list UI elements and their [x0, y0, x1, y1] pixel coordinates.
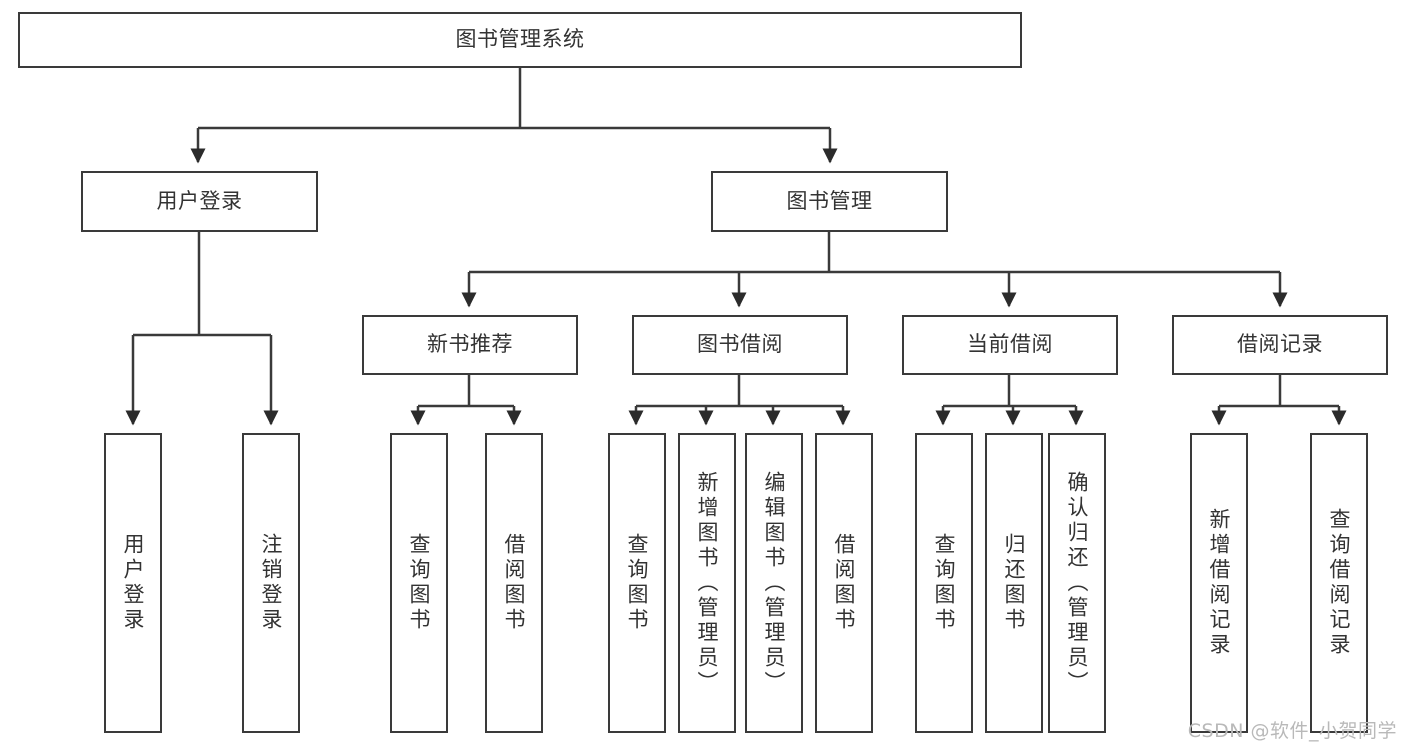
- node-root-book-management-system[interactable]: 图书管理系统: [18, 12, 1022, 68]
- leaf-current-query-book[interactable]: 查询图书: [915, 433, 973, 733]
- node-label: 图书借阅: [697, 332, 783, 357]
- leaf-current-confirm-return-admin[interactable]: 确认归还（管理员）: [1048, 433, 1106, 733]
- leaf-user-login[interactable]: 用户登录: [104, 433, 162, 733]
- node-label: 归还图书: [1002, 533, 1027, 633]
- node-label: 用户登录: [121, 533, 146, 633]
- node-label: 注销登录: [259, 533, 284, 633]
- leaf-record-query-borrow-record[interactable]: 查询借阅记录: [1310, 433, 1368, 733]
- node-label: 查询图书: [625, 533, 650, 633]
- leaf-borrow-add-book-admin[interactable]: 新增图书（管理员）: [678, 433, 736, 733]
- leaf-recommend-borrow-book[interactable]: 借阅图书: [485, 433, 543, 733]
- node-label: 查询图书: [407, 533, 432, 633]
- node-book-borrow[interactable]: 图书借阅: [632, 315, 848, 375]
- leaf-borrow-query-book[interactable]: 查询图书: [608, 433, 666, 733]
- node-label: 查询图书: [932, 533, 957, 633]
- node-label: 借阅记录: [1237, 332, 1323, 357]
- node-label: 新增借阅记录: [1207, 508, 1232, 658]
- leaf-current-return-book[interactable]: 归还图书: [985, 433, 1043, 733]
- leaf-borrow-borrow-book[interactable]: 借阅图书: [815, 433, 873, 733]
- node-label: 用户登录: [156, 188, 243, 213]
- node-label: 当前借阅: [967, 332, 1053, 357]
- node-label: 新增图书（管理员）: [695, 470, 720, 696]
- node-user-login[interactable]: 用户登录: [81, 171, 318, 232]
- node-label: 借阅图书: [832, 533, 857, 633]
- node-new-book-recommend[interactable]: 新书推荐: [362, 315, 578, 375]
- node-borrow-record[interactable]: 借阅记录: [1172, 315, 1388, 375]
- node-label: 新书推荐: [427, 332, 513, 357]
- node-label: 图书管理系统: [455, 27, 585, 52]
- node-label: 借阅图书: [502, 533, 527, 633]
- node-label: 图书管理: [786, 188, 873, 213]
- node-current-borrow[interactable]: 当前借阅: [902, 315, 1118, 375]
- node-label: 查询借阅记录: [1327, 508, 1352, 658]
- leaf-recommend-query-book[interactable]: 查询图书: [390, 433, 448, 733]
- leaf-borrow-edit-book-admin[interactable]: 编辑图书（管理员）: [745, 433, 803, 733]
- node-book-management[interactable]: 图书管理: [711, 171, 948, 232]
- leaf-record-add-borrow-record[interactable]: 新增借阅记录: [1190, 433, 1248, 733]
- node-label: 确认归还（管理员）: [1065, 470, 1090, 696]
- leaf-user-logout[interactable]: 注销登录: [242, 433, 300, 733]
- node-label: 编辑图书（管理员）: [762, 470, 787, 696]
